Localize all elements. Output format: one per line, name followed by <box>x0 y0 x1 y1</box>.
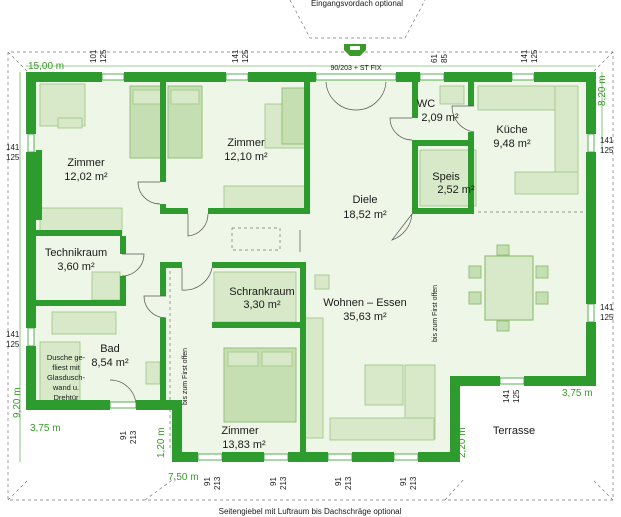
shower-note-line: Dusche ge- <box>47 353 86 362</box>
room-name-diele: Diele <box>352 194 377 206</box>
room-area-zimmer1: 12,02 m² <box>64 171 108 183</box>
roof-outline <box>7 0 614 501</box>
room-name-wohnen: Wohnen – Essen <box>323 297 407 309</box>
window-dim: 141 <box>600 136 614 145</box>
dining-table <box>484 255 534 321</box>
room-area-kueche: 9,48 m² <box>493 138 531 150</box>
dim-vertical-left: 1,20 m <box>156 427 167 458</box>
window-dim: 61 <box>430 54 439 63</box>
window-dim: 213 <box>213 476 222 490</box>
room-area-wc: 2,09 m² <box>421 112 459 124</box>
room-name-zimmer3: Zimmer <box>221 425 259 437</box>
room-name-wc: WC <box>417 98 435 110</box>
window-dim: 91 <box>203 477 212 486</box>
window-dim: 141 <box>6 330 20 339</box>
entrance-canopy-note: Eingangsvordach optional <box>311 0 403 8</box>
window-dim: 125 <box>241 49 250 63</box>
window-dim: 213 <box>279 476 288 490</box>
window-dim: 213 <box>129 430 138 444</box>
bottom-gable-note: Seitengiebel mit Luftraum bis Dachschräg… <box>219 507 402 516</box>
window-dim: 213 <box>409 476 418 490</box>
window-dims: 101 125 141 125 61 85 141 125 141 125 14… <box>6 49 614 490</box>
windows <box>27 73 595 461</box>
dim-right-bottom: 3,75 m <box>562 388 593 399</box>
room-area-technik: 3,60 m² <box>57 261 95 273</box>
attic-hatch <box>231 227 281 251</box>
window-dim: 91 <box>269 477 278 486</box>
window-dim: 125 <box>99 49 108 63</box>
room-name-technik: Technikraum <box>45 247 107 259</box>
room-name-kueche: Küche <box>496 124 527 136</box>
room-area-zimmer2: 12,10 m² <box>224 151 268 163</box>
front-door-dim: 90/203 + ST FIX <box>330 65 381 72</box>
shower-note-line: Glasdusch- <box>47 373 85 382</box>
window-dim: 91 <box>119 431 128 440</box>
furniture <box>39 83 579 441</box>
window-dim: 125 <box>512 389 521 403</box>
window-dim: 141 <box>600 303 614 312</box>
room-name-zimmer2: Zimmer <box>227 137 265 149</box>
room-name-zimmer1: Zimmer <box>67 157 105 169</box>
right-top-height: 8,20 m <box>597 75 608 106</box>
window-dim: 125 <box>600 313 614 322</box>
shower-note-line: fliest mit <box>52 363 80 372</box>
door-swings <box>109 81 475 406</box>
window-dim: 141 <box>520 49 529 63</box>
room-area-zimmer3: 13,83 m² <box>222 439 266 451</box>
corner-cutout <box>32 404 170 458</box>
shower-note-line: wand u. <box>52 383 79 392</box>
vertical-note-right: bis zum First offen <box>432 285 439 342</box>
window-dim: 125 <box>530 49 539 63</box>
window-dim: 125 <box>6 340 20 349</box>
room-name-terrasse: Terrasse <box>493 425 535 437</box>
dim-bottom-left: 7,50 m <box>168 472 199 483</box>
room-name-speis: Speis <box>432 171 460 183</box>
vertical-note-left: bis zum First offen <box>182 348 189 405</box>
window-dim: 91 <box>399 477 408 486</box>
window-dim: 125 <box>6 153 20 162</box>
dimension-ticks <box>19 65 603 462</box>
window-dim: 101 <box>89 49 98 63</box>
terrace-cutout <box>460 380 590 458</box>
window-dim: 141 <box>502 389 511 403</box>
window-dim: 213 <box>344 476 353 490</box>
dim-left-bottom: 3,75 m <box>30 423 61 434</box>
room-area-schrank: 3,30 m² <box>243 299 281 311</box>
window-dim: 91 <box>334 477 343 486</box>
shower-note-line: Drehtür <box>53 393 79 402</box>
window-dim: 85 <box>440 54 449 63</box>
room-area-diele: 18,52 m² <box>343 209 387 221</box>
room-name-schrank: Schrankraum <box>229 286 294 298</box>
window-dim: 125 <box>600 146 614 155</box>
window-dim: 141 <box>231 49 240 63</box>
dim-vertical-right: 2,20 m <box>457 427 468 458</box>
room-area-speis: 2,52 m² <box>437 184 475 196</box>
room-name-bad: Bad <box>100 343 120 355</box>
overall-width: 15,00 m <box>28 61 64 72</box>
overall-height: 9,20 m <box>12 387 23 418</box>
walls <box>26 72 596 462</box>
entrance-marker-inner <box>350 46 360 50</box>
room-area-wohnen: 35,63 m² <box>343 311 387 323</box>
shower-note: Dusche ge- fliest mit Glasdusch- wand u.… <box>47 353 86 402</box>
room-area-bad: 8,54 m² <box>91 357 129 369</box>
window-dim: 141 <box>6 143 20 152</box>
